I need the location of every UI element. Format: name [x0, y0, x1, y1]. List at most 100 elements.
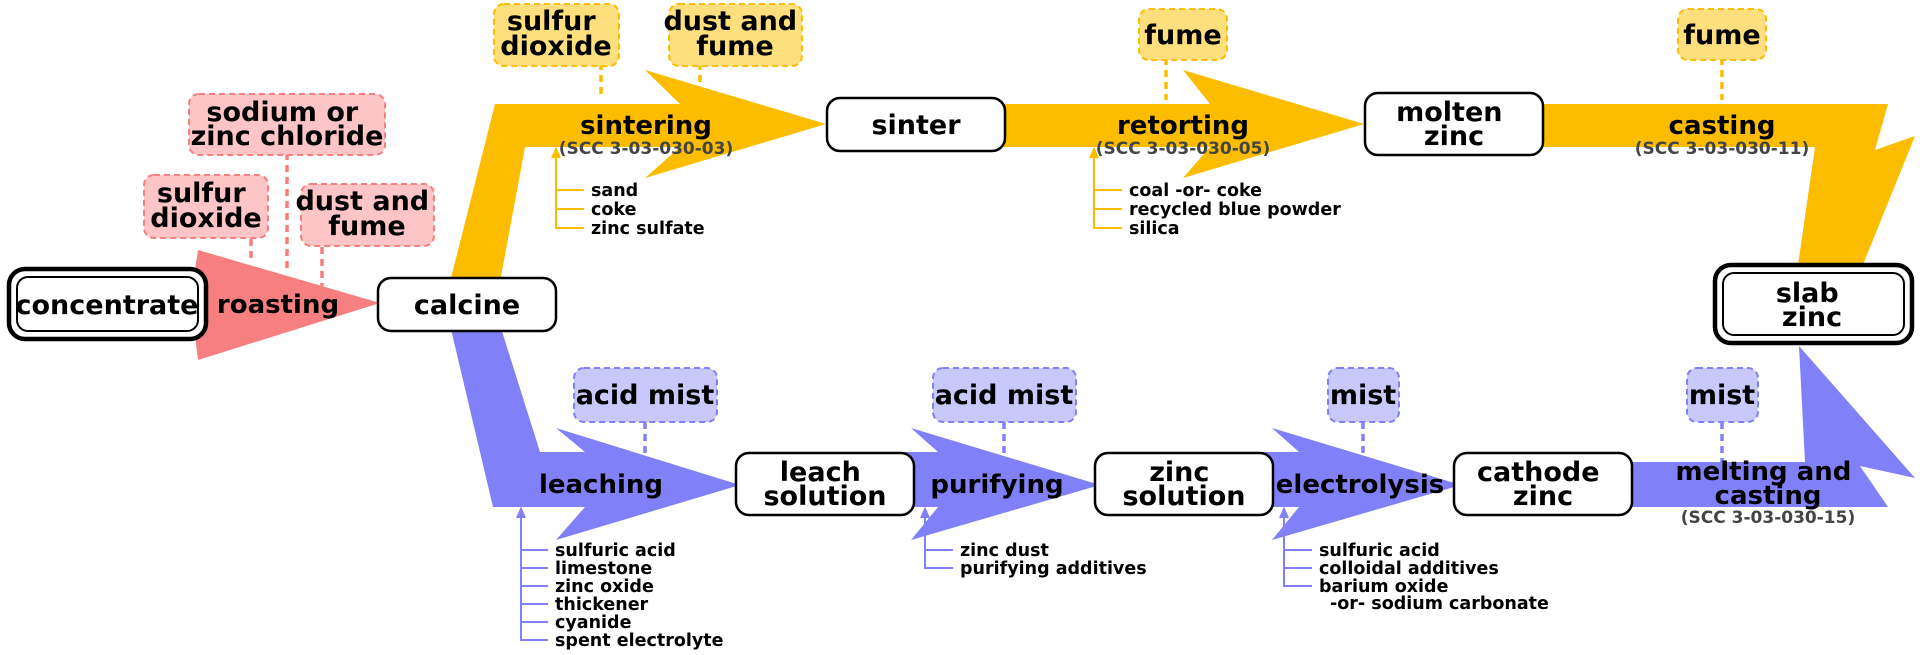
input-item: -or- sodium carbonate: [1330, 594, 1549, 614]
input-item: sulfuric acid: [1319, 541, 1440, 561]
label-line: zinc: [1149, 457, 1209, 488]
emission-line: dust and: [295, 186, 429, 217]
node-inner-border: [1722, 272, 1905, 336]
purifying-arrow: [900, 428, 1100, 540]
node-box: [1093, 451, 1275, 517]
inputs-retorting: [1089, 146, 1122, 229]
node-label: zinc solution: [1122, 457, 1245, 512]
input-item: silica: [1129, 219, 1180, 239]
calcine-to-sintering-band: [450, 104, 530, 282]
emission-line: dust and: [663, 6, 797, 37]
emission-box: [1327, 367, 1400, 423]
node-calcine: calcine: [376, 276, 558, 333]
inputs-electrolysis: [1279, 506, 1312, 587]
input-arrowhead: [1279, 506, 1289, 519]
sintering-arrow: [495, 70, 826, 178]
emission-box: [1138, 8, 1228, 61]
emission-fume: fume: [1138, 8, 1228, 61]
emission-box: [493, 3, 620, 67]
node-label: cathode zinc: [1477, 457, 1609, 512]
emission-box: [668, 3, 803, 67]
emission-box: [1686, 367, 1759, 423]
input-item: zinc oxide: [555, 577, 654, 597]
label-line: molten: [1396, 97, 1502, 128]
node-molten-zinc: molten zinc: [1363, 91, 1545, 157]
emission-label: sulfur dioxide: [150, 178, 261, 234]
node-slab-zinc: slab zinc: [1712, 262, 1915, 346]
input-item: cyanide: [555, 613, 632, 633]
input-item: spent electrolyte: [555, 631, 724, 651]
emission-label: mist: [1689, 380, 1755, 411]
node-label: concentrate: [16, 290, 199, 321]
emission-line: sulfur: [507, 6, 597, 37]
node-box: [1363, 91, 1545, 157]
emission-box: [143, 174, 269, 239]
process-label-purifying: purifying: [930, 470, 1063, 500]
input-item: sand: [591, 181, 638, 201]
input-item: barium oxide: [1319, 577, 1449, 597]
emission-line: sulfur: [157, 178, 247, 209]
emission-sodium-or-zinc-chloride: sodium or zinc chloride: [188, 93, 386, 156]
node-leach-solution: leach solution: [734, 451, 916, 517]
node-box: [1452, 451, 1634, 517]
electrolytic-branch: leaching purifying electrolysis melting …: [450, 325, 1915, 651]
emission-line: zinc chloride: [191, 121, 384, 152]
emission-label: acid mist: [935, 380, 1074, 411]
process-label-retorting: retorting: [1117, 111, 1249, 141]
process-label-roasting: roasting: [217, 290, 339, 320]
emission-label: dust and fume: [295, 186, 438, 242]
label-line: melting and: [1676, 457, 1852, 487]
emission-box: [300, 183, 435, 247]
emission-sulfur-dioxide: sulfur dioxide: [143, 174, 269, 239]
emission-fume: fume: [1677, 8, 1767, 61]
scc-code-casting: (SCC 3-03-030-11): [1635, 139, 1809, 159]
inputs-leaching: [516, 506, 548, 641]
input-arrowhead: [516, 506, 526, 519]
scc-code-retorting: (SCC 3-03-030-05): [1096, 139, 1270, 159]
label-line: casting: [1715, 481, 1822, 511]
label-line: slab: [1776, 278, 1839, 309]
label-line: zinc: [1782, 302, 1842, 333]
emission-label: sulfur dioxide: [500, 6, 611, 62]
emission-line: sodium or: [206, 97, 359, 128]
emission-mist: mist: [1327, 367, 1400, 423]
label-line: leach: [780, 457, 861, 488]
emission-label: dust and fume: [663, 6, 806, 62]
node-cathode-zinc: cathode zinc: [1452, 451, 1634, 517]
roasting-arrow: [195, 250, 380, 360]
process-label-electrolysis: electrolysis: [1276, 470, 1444, 500]
emission-line: fume: [696, 31, 773, 62]
emission-dust-and-fume: dust and fume: [663, 3, 806, 67]
process-label-leaching: leaching: [539, 470, 663, 500]
emission-box: [932, 367, 1077, 423]
node-label: slab zinc: [1776, 278, 1848, 333]
roasting-branch: roasting sulfur dioxide sodium or zinc c…: [143, 93, 438, 360]
input-item: recycled blue powder: [1129, 200, 1341, 220]
node-label: calcine: [414, 290, 520, 321]
emission-box: [1677, 8, 1767, 61]
input-item: purifying additives: [960, 559, 1147, 579]
input-item: thickener: [555, 595, 649, 615]
emission-line: dioxide: [150, 203, 261, 234]
melting-and-casting-arrow: [1620, 346, 1915, 507]
pyrometallurgical-branch: sintering (SCC 3-03-030-03) retorting (S…: [450, 3, 1915, 282]
electrolysis-arrow: [1260, 428, 1461, 540]
scc-code-melting-and-casting: (SCC 3-03-030-15): [1681, 508, 1855, 528]
node-box: [734, 451, 916, 517]
emission-dust-and-fume: dust and fume: [295, 183, 438, 247]
emission-acid-mist: acid mist: [573, 367, 718, 423]
node-label: leach solution: [763, 457, 886, 512]
emission-sulfur-dioxide: sulfur dioxide: [493, 3, 620, 67]
input-item: limestone: [555, 559, 652, 579]
emission-label: fume: [1144, 20, 1221, 51]
node-concentrate: concentrate: [6, 266, 209, 342]
node-sinter: sinter: [825, 96, 1007, 153]
emission-line: dioxide: [500, 31, 611, 62]
label-line: solution: [763, 481, 886, 512]
node-box: [825, 96, 1007, 153]
retorting-arrow: [1030, 70, 1364, 178]
process-label-casting: casting: [1669, 111, 1776, 141]
process-label-melting-and-casting: melting and casting: [1676, 457, 1861, 511]
node-box: [376, 276, 558, 333]
